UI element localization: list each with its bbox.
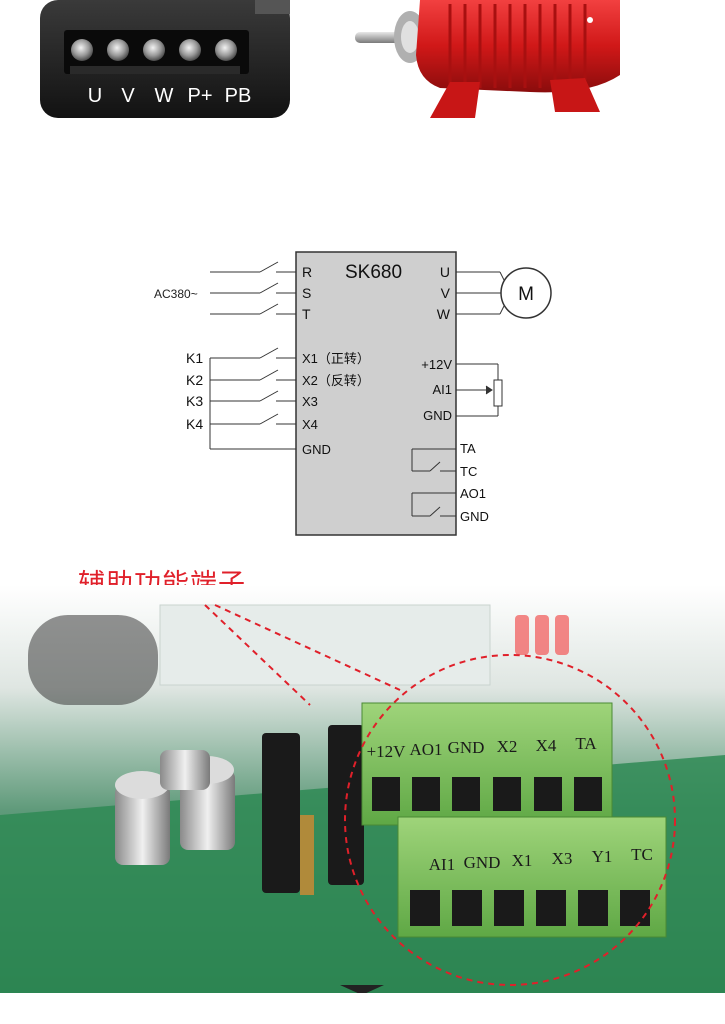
screw-icon bbox=[71, 39, 93, 61]
relay-wiring bbox=[411, 448, 456, 517]
capacitors bbox=[115, 750, 235, 865]
terminal-gnd-lower: GND bbox=[464, 853, 501, 872]
led-cluster bbox=[515, 615, 569, 655]
output-w-label: W bbox=[437, 306, 451, 322]
motor-symbol-icon bbox=[500, 267, 552, 319]
bottom-band bbox=[0, 993, 725, 1024]
screw-icon bbox=[215, 39, 237, 61]
input-x3-label: X3 bbox=[302, 394, 318, 409]
output-u-label: U bbox=[440, 264, 450, 280]
input-t-label: T bbox=[302, 306, 311, 322]
terminal-ao1: AO1 bbox=[409, 740, 442, 759]
input-s-label: S bbox=[302, 285, 311, 301]
wiring-diagram: SK680 AC380~ R S T U V W M K1 K2 K3 K4 bbox=[154, 251, 552, 536]
analog-12v-label: +12V bbox=[421, 357, 452, 372]
switch-k1-label: K1 bbox=[186, 350, 203, 366]
terminal-screws bbox=[70, 39, 240, 74]
analog-gnd-label: GND bbox=[423, 408, 452, 423]
switch-k4-label: K4 bbox=[186, 416, 203, 432]
motor-wires bbox=[456, 271, 507, 315]
input-x4-label: X4 bbox=[302, 417, 318, 432]
terminal-label-p-plus: P+ bbox=[187, 85, 212, 107]
drive-model-label: SK680 bbox=[345, 262, 402, 283]
input-x1-label: X1（正转） bbox=[302, 351, 370, 366]
supply-label: AC380~ bbox=[154, 287, 198, 301]
power-input-wires bbox=[210, 261, 296, 315]
terminal-gnd-upper: GND bbox=[448, 738, 485, 757]
terminal-x4: X4 bbox=[536, 736, 557, 755]
input-x2-label: X2（反转） bbox=[302, 373, 370, 388]
potentiometer-wiring bbox=[456, 363, 503, 417]
output-gnd-label: GND bbox=[460, 509, 489, 524]
relay-ta-label: TA bbox=[460, 441, 476, 456]
screw-icon bbox=[107, 39, 129, 61]
terminal-x3: X3 bbox=[552, 849, 573, 868]
power-terminal-photo: U V W P+ PB bbox=[40, 0, 290, 118]
screw-icon bbox=[179, 39, 201, 61]
terminal-label-pb: PB bbox=[225, 85, 252, 107]
terminal-x1: X1 bbox=[512, 851, 533, 870]
terminal-ai1: AI1 bbox=[429, 855, 455, 874]
input-r-label: R bbox=[302, 264, 312, 280]
terminal-label-w: W bbox=[155, 85, 174, 107]
screw-icon bbox=[143, 39, 165, 61]
terminal-tc: TC bbox=[631, 845, 653, 864]
knob-icon bbox=[28, 615, 158, 705]
output-v-label: V bbox=[441, 285, 451, 301]
terminal-ta: TA bbox=[575, 734, 597, 753]
callout-dashed-outline bbox=[204, 604, 676, 986]
terminal-12v: +12V bbox=[367, 742, 407, 761]
drive-unit-box bbox=[295, 251, 457, 536]
analog-ai1-label: AI1 bbox=[432, 382, 452, 397]
potentiometer-icon bbox=[493, 379, 503, 407]
terminal-label-v: V bbox=[121, 85, 135, 107]
switch-k3-label: K3 bbox=[186, 393, 203, 409]
relay-tc-label: TC bbox=[460, 464, 477, 479]
down-pointer-icon bbox=[340, 985, 384, 995]
output-ao1-label: AO1 bbox=[460, 486, 486, 501]
motor-symbol-label: M bbox=[518, 284, 534, 305]
terminal-y1: Y1 bbox=[592, 847, 613, 866]
terminal-label-u: U bbox=[88, 85, 102, 107]
lower-terminal-block bbox=[397, 816, 667, 938]
digital-input-wires bbox=[209, 347, 296, 450]
input-gnd-label: GND bbox=[302, 442, 331, 457]
terminal-x2: X2 bbox=[497, 737, 518, 756]
upper-terminal-block bbox=[361, 702, 613, 826]
control-board-photo: +12V AO1 GND X2 X4 TA AI1 GND X1 X3 Y1 T… bbox=[0, 585, 725, 995]
display-module bbox=[159, 604, 491, 686]
motor-photo bbox=[355, 0, 620, 118]
switch-k2-label: K2 bbox=[186, 372, 203, 388]
